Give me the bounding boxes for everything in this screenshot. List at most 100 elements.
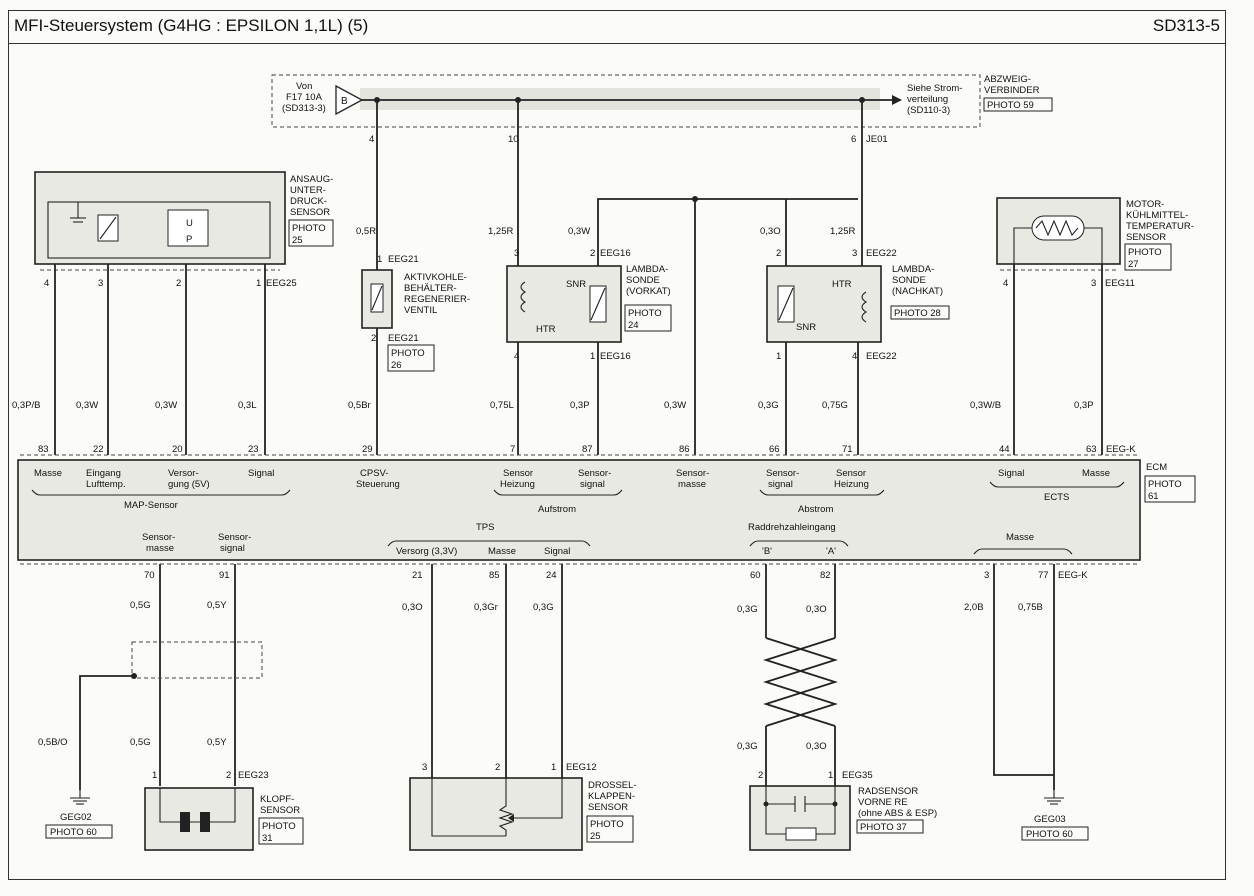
ecm-label-up-signal: signal	[580, 479, 605, 490]
ecm-label-signal: Signal	[248, 468, 274, 479]
bus-arrow-icon	[892, 95, 902, 105]
knock-wire-t1: 0,5G	[130, 600, 151, 611]
bus-pin-10: 10	[508, 134, 519, 145]
map-name-2: UNTER-	[290, 185, 326, 196]
coolant-name-3: TEMPERATUR-	[1126, 221, 1194, 232]
power-from-line2: F17 10A	[286, 92, 323, 103]
ecm-label-knock-sensor2: Sensor-	[218, 532, 251, 543]
lambda-upstream: 1,25R 0,3W 3 2 EEG16 HTR SNR LAMBDA- SON…	[488, 128, 858, 455]
lambda-down-wire-tl: 0,3O	[760, 226, 781, 237]
wheel-wire-b1: 0,3G	[737, 741, 758, 752]
knock-conn: EEG23	[238, 770, 269, 781]
wheel-pin-2: 2	[758, 770, 763, 781]
lambda-down-conn-bottom: EEG22	[866, 351, 897, 362]
knock-sensor-box	[144, 787, 254, 851]
map-wire-label-4: 0,3L	[238, 400, 257, 411]
coolant-photo-num: 27	[1128, 259, 1139, 270]
ecm-label-rad-a: 'A'	[826, 546, 836, 557]
lambda-downstream: 0,3O 1,25R 2 3 EEG22 SNR HTR LAMBDA- SON…	[758, 128, 950, 455]
ecm-label-knock-signal: signal	[220, 543, 245, 554]
title-bar: MFI-Steuersystem (G4HG : EPSILON 1,1L) (…	[8, 10, 1226, 44]
ecm-label-rad-b: 'B'	[762, 546, 772, 557]
coil-resistor-icon	[785, 827, 817, 841]
ecm-group-tps: TPS	[476, 522, 494, 533]
ecm-label-up-sensor: Sensor	[503, 468, 533, 479]
knock-shield-wire: 0,5B/O	[38, 737, 68, 748]
lambda-down-conn-top: EEG22	[866, 248, 897, 259]
ecm-label-cpsv: CPSV-	[360, 468, 389, 479]
ecm-name: ECM	[1146, 462, 1167, 473]
lambda-up-pin-2: 2	[590, 248, 595, 259]
tps-name-2: KLAPPEN-	[588, 791, 635, 802]
purge-name-4: VENTIL	[404, 305, 437, 316]
ecm-pin-7: 7	[510, 444, 515, 455]
sensor-ground-wire: 0,3W	[664, 400, 686, 411]
fuse-triangle-icon	[335, 84, 364, 116]
ecm-label-knock-sensor: Sensor-	[142, 532, 175, 543]
ecm-pin-21: 21	[412, 570, 423, 581]
ecm-label-ects-masse: Masse	[1082, 468, 1110, 479]
purge-wire-bottom: 0,5Br	[348, 400, 371, 411]
knock-name-2: SENSOR	[260, 805, 300, 816]
ecm-label-knock-masse: masse	[146, 543, 174, 554]
ground-icon	[70, 790, 90, 805]
ecm-pin-3: 3	[984, 570, 989, 581]
ecm-pin-29: 29	[362, 444, 373, 455]
tps: 0,3O 0,3Gr 0,3G 3 2 1 EEG12 DROSSEL- KLA…	[402, 564, 637, 851]
lambda-up-wire-b2: 0,3P	[570, 400, 590, 411]
ecm-pin-86: 86	[679, 444, 690, 455]
photo-59: PHOTO 59	[987, 100, 1034, 111]
lambda-up-heater-icon	[520, 281, 527, 313]
wheel-name-1: RADSENSOR	[858, 786, 918, 797]
power-from-line3: (SD313-3)	[282, 103, 326, 114]
thermistor-icon	[1031, 215, 1085, 241]
lambda-down-pin-4: 4	[852, 351, 857, 362]
lambda-up-name-2: SONDE	[626, 275, 660, 286]
sensor-ground: 0,3W	[664, 199, 696, 455]
page-code: SD313-5	[1152, 16, 1220, 35]
power-bus: Von F17 10A (SD313-3) B Siehe Strom- ver…	[271, 74, 1053, 145]
power-bus-band	[360, 88, 880, 110]
ecm-pin-77: 77	[1038, 570, 1049, 581]
ecm-group-rad: Raddrehzahleingang	[748, 522, 836, 533]
lambda-up-wire-tl: 1,25R	[488, 226, 513, 237]
purge-photo: PHOTO	[391, 348, 425, 359]
lambda-down-name-2: SONDE	[892, 275, 926, 286]
purge-photo-num: 26	[391, 360, 402, 371]
power-to-line3: (SD110-3)	[907, 105, 950, 116]
lambda-up-photo: PHOTO	[628, 308, 662, 319]
wheel-name-2: VORNE RE	[858, 797, 908, 808]
lambda-down-pin-1: 1	[776, 351, 781, 362]
ecm-label-ects-signal: Signal	[998, 468, 1024, 479]
ecm-ground-label: GEG03	[1034, 814, 1066, 825]
map-p-label: P	[186, 234, 192, 245]
ecm-ground-wire-1: 2,0B	[964, 602, 984, 613]
photo-59-box	[983, 97, 1053, 112]
power-to-line1: Siehe Strom-	[907, 83, 962, 94]
tps-photo: PHOTO	[590, 819, 624, 830]
ecm-pin-23: 23	[248, 444, 259, 455]
ecm-label-versor: Versor-	[168, 468, 199, 479]
lambda-up-conn-top: EEG16	[600, 248, 631, 259]
ecm-ground-wire-2: 0,75B	[1018, 602, 1043, 613]
map-name-4: SENSOR	[290, 207, 330, 218]
ecm-pin-63: 63	[1086, 444, 1097, 455]
ecm: ECM PHOTO 61 83 22 20 23 29 7 87 86 66 7…	[17, 444, 1196, 581]
ecm-pin-44: 44	[999, 444, 1010, 455]
ecm-pin-71: 71	[842, 444, 853, 455]
ecm-pin-87: 87	[582, 444, 593, 455]
ecm-group-map: MAP-Sensor	[124, 500, 178, 511]
purge-valve: 0,5R 1 EEG21 AKTIVKOHLE- BEHÄLTER- REGEN…	[348, 128, 470, 455]
knock-wire-b2: 0,5Y	[207, 737, 227, 748]
map-sensor-inner	[47, 201, 271, 259]
coolant-name-4: SENSOR	[1126, 232, 1166, 243]
ecm-label-tps-versorg: Versorg (3,3V)	[396, 546, 457, 557]
tps-wire-3: 0,3G	[533, 602, 554, 613]
purge-conn-bottom: EEG21	[388, 333, 419, 344]
lambda-up-pin-1: 1	[590, 351, 595, 362]
lambda-up-snr: SNR	[566, 279, 586, 290]
tps-pin-1: 1	[551, 762, 556, 773]
lambda-down-wire-tr: 1,25R	[830, 226, 855, 237]
ecm-box	[17, 459, 1141, 561]
